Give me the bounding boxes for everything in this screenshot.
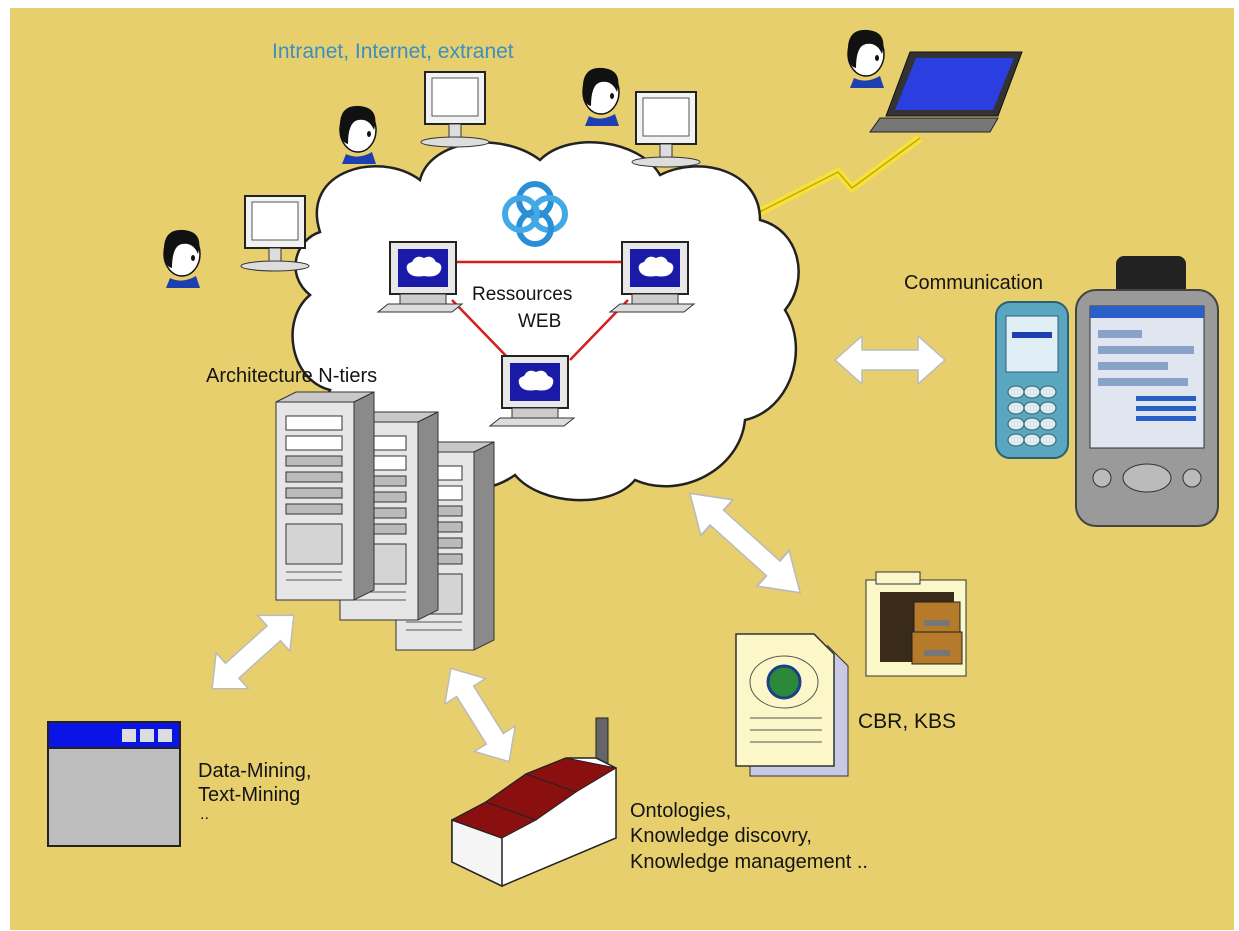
phone-icon bbox=[995, 301, 1069, 459]
window-icon bbox=[47, 721, 181, 847]
server-icon bbox=[275, 391, 375, 601]
network-link-left bbox=[451, 299, 511, 361]
communication-label: Communication bbox=[904, 272, 1043, 294]
resources-label-line1: Ressources bbox=[472, 284, 573, 305]
globe-knot-icon bbox=[502, 181, 568, 247]
knowledge-label-line3: Knowledge management .. bbox=[630, 851, 868, 873]
pda-icon bbox=[1075, 256, 1219, 527]
knowledge-label-line1: Ontologies, bbox=[630, 800, 732, 822]
factory-icon bbox=[450, 717, 618, 888]
mining-label-line3: .. bbox=[200, 806, 209, 823]
knowledge-label-line2: Knowledge discovry, bbox=[630, 825, 812, 847]
document-icon bbox=[735, 633, 849, 777]
laptop-icon bbox=[869, 51, 1023, 133]
mining-label-line1: Data-Mining, bbox=[198, 760, 312, 782]
folder-icon bbox=[865, 571, 967, 677]
cbr-label: CBR, KBS bbox=[858, 710, 957, 733]
network-label: Intranet, Internet, extranet bbox=[272, 40, 514, 63]
mining-label-line2: Text-Mining bbox=[198, 784, 301, 806]
lightning-outline bbox=[747, 137, 921, 219]
architecture-label: Architecture N-tiers bbox=[206, 365, 378, 387]
resources-label-line2: WEB bbox=[518, 311, 562, 332]
